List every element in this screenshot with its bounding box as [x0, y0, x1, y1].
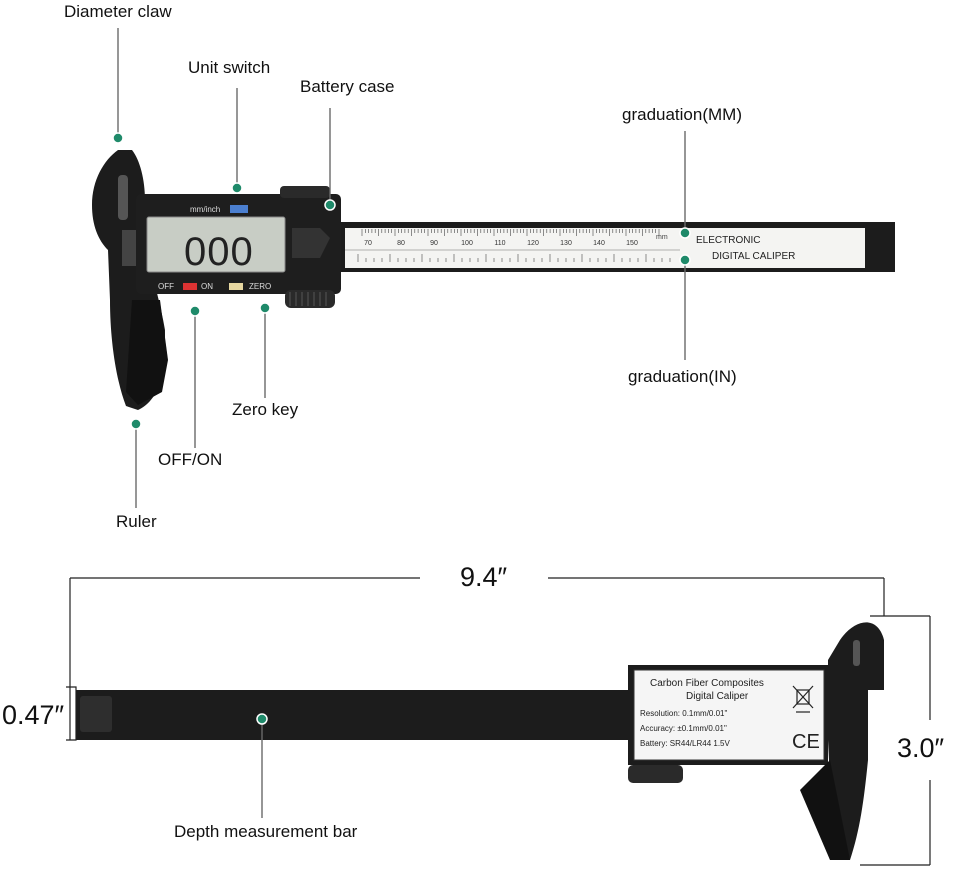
- back-label-line1: Carbon Fiber Composites: [650, 678, 764, 689]
- ce-mark: CE: [792, 731, 820, 753]
- scale-ticks: [357, 229, 671, 262]
- off-label: OFF: [158, 282, 174, 291]
- callout-dots: [112, 132, 691, 725]
- label-graduation-mm: graduation(MM): [622, 105, 742, 124]
- callout-leaders: [117, 28, 686, 818]
- lower-jaw: [126, 300, 168, 405]
- scale-tick-label: 110: [494, 240, 505, 247]
- claw-slot: [118, 175, 128, 220]
- on-label: ON: [201, 282, 213, 291]
- back-label-accuracy: Accuracy: ±0.1mm/0.01": [640, 724, 727, 733]
- zero-label: ZERO: [249, 282, 271, 291]
- label-depth-bar: Depth measurement bar: [174, 822, 358, 841]
- label-unit-switch: Unit switch: [188, 58, 271, 77]
- scale-tick-label: 90: [430, 240, 438, 247]
- back-label-line2: Digital Caliper: [686, 691, 749, 702]
- label-off-on: OFF/ON: [158, 450, 223, 469]
- scale-tick-labels: 70 80 90 100 110 120 130 140 150: [364, 240, 638, 247]
- back-label-resolution: Resolution: 0.1mm/0.01": [640, 709, 727, 718]
- label-zero-key: Zero key: [232, 400, 299, 419]
- scale-tick-label: 120: [527, 240, 539, 247]
- label-graduation-in: graduation(IN): [628, 367, 737, 386]
- mode-label: mm/inch: [190, 205, 220, 214]
- label-ruler: Ruler: [116, 512, 157, 531]
- zero-button: [229, 283, 243, 290]
- weee-bin-icon: [792, 685, 814, 713]
- slider-window: [292, 228, 330, 258]
- dim-thickness: 0.47″: [2, 700, 65, 730]
- unit-switch-button: [230, 205, 248, 213]
- scale-tick-label: 70: [364, 240, 372, 247]
- scale-tick-label: 100: [461, 240, 473, 247]
- label-battery-case: Battery case: [300, 77, 395, 96]
- scale-tick-label: 150: [626, 240, 638, 247]
- scale-tick-label: 130: [560, 240, 572, 247]
- lcd-screen: [146, 216, 286, 273]
- dimension-lines: [66, 577, 931, 866]
- scale-tick-label: 80: [397, 240, 405, 247]
- scale-tick-label: 140: [593, 240, 605, 247]
- battery-cap: [280, 186, 330, 198]
- scale-unit: mm: [656, 234, 668, 241]
- ruler-beam: [300, 222, 895, 272]
- back-label-battery: Battery: SR44/LR44 1.5V: [640, 739, 730, 748]
- brand-line1: ELECTRONIC: [696, 235, 760, 246]
- dim-length: 9.4″: [460, 562, 508, 592]
- thumb-wheel: [285, 290, 335, 308]
- label-diameter-claw: Diameter claw: [64, 2, 172, 21]
- lcd-digits: 000: [184, 230, 254, 274]
- caliper-back-view: [76, 622, 884, 860]
- claw-shade: [122, 230, 136, 266]
- brand-line2: DIGITAL CALIPER: [712, 251, 795, 262]
- onoff-button: [183, 283, 197, 290]
- dim-height: 3.0″: [897, 733, 945, 763]
